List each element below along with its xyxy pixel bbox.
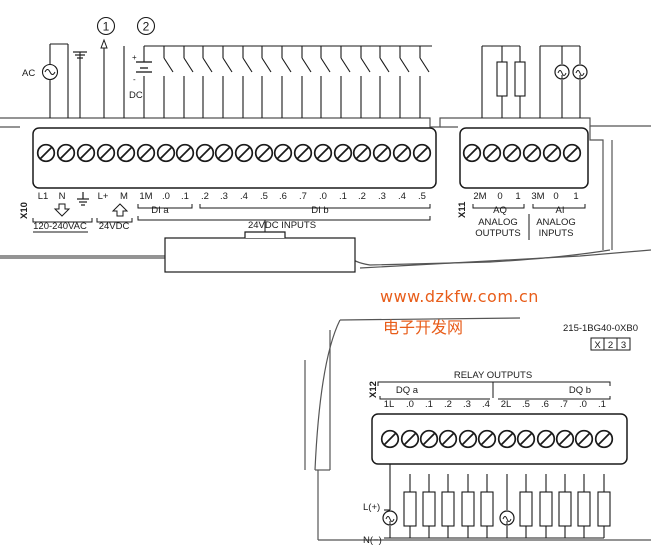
- x10-brackets: [32, 204, 431, 233]
- x11-term-aq1: 1: [515, 191, 520, 202]
- x10-term-b4: .4: [398, 191, 406, 202]
- x10-term-a7: .7: [299, 191, 307, 202]
- relay-load-resistors: [403, 491, 611, 527]
- analog-sensor-icons: [554, 64, 588, 80]
- watermark-url: www.dzkfw.com.cn: [380, 287, 539, 306]
- relay-supply-labels: L(+) N(−): [363, 502, 382, 546]
- connector-recess: [164, 231, 356, 273]
- watermark-name: 电子开发网: [383, 318, 464, 337]
- x10-term-a6: .6: [279, 191, 287, 202]
- power-labels: AC + - DC: [22, 53, 143, 101]
- x12-term-a3: .3: [463, 399, 471, 410]
- x12-labels: DQ a DQ b 1L .0 .1 .2 .3 .4 2L .5 .6 .7 …: [384, 385, 606, 410]
- x10-term-n: N: [59, 191, 66, 202]
- x11-tag: X11: [457, 201, 468, 218]
- x10-term-a3: .3: [220, 191, 228, 202]
- ai-label: AI: [556, 205, 565, 216]
- x11-term-2m: 2M: [473, 191, 486, 202]
- svg-text:1: 1: [103, 20, 110, 34]
- x10-terminal-block: [32, 127, 437, 189]
- x10-wiring: [49, 42, 432, 118]
- rev-box-2: 2: [608, 340, 613, 351]
- analog-inputs-line1: ANALOG: [536, 217, 576, 228]
- dia-label: DI a: [151, 205, 169, 216]
- x10-term-m: M: [120, 191, 128, 202]
- analog-inputs-line2: INPUTS: [539, 228, 574, 239]
- x10-term-b1: .1: [339, 191, 347, 202]
- x10-term-b0: .0: [319, 191, 327, 202]
- x12-term-a1: .1: [425, 399, 433, 410]
- x10-term-b2: .2: [358, 191, 366, 202]
- x10-term-a5: .5: [260, 191, 268, 202]
- x10-term-1m: 1M: [139, 191, 152, 202]
- x11-terminal-block: [459, 127, 589, 189]
- sensor-supply-arrow-icon: [100, 38, 108, 49]
- analog-outputs-line2: OUTPUTS: [475, 228, 520, 239]
- x12-term-a5: .5: [522, 399, 530, 410]
- x11-term-3m: 3M: [531, 191, 544, 202]
- analog-outputs-line1: ANALOG: [478, 217, 518, 228]
- x10-term-b3: .3: [378, 191, 386, 202]
- ac-arrow-icon: [53, 203, 71, 217]
- dc-label: DC: [129, 90, 143, 101]
- x12-term-a7: .7: [560, 399, 568, 410]
- dc-plus-label: +: [132, 53, 137, 62]
- callout-2: 2: [136, 16, 156, 36]
- x12-brackets: [377, 381, 611, 398]
- dc-minus-label: -: [133, 75, 136, 84]
- x12-term-2l: 2L: [501, 399, 512, 410]
- x12-wiring: [384, 464, 605, 539]
- rev-box-x: X: [594, 340, 601, 351]
- x11-term-aq0: 0: [497, 191, 502, 202]
- x12-term-a2: .2: [444, 399, 452, 410]
- ground-symbol-terminal: [77, 192, 89, 206]
- inputs-label: 24VDC INPUTS: [248, 220, 316, 231]
- x10-term-l1: L1: [38, 191, 49, 202]
- x12-term-a6: .6: [541, 399, 549, 410]
- x11-labels: 2M 0 1 3M 0 1 AQ AI ANALOG OUTPUTS ANALO…: [473, 191, 578, 239]
- svg-text:2: 2: [143, 20, 150, 34]
- input-switches: [163, 46, 430, 118]
- ac-label: AC: [22, 68, 35, 79]
- x12-group-ticks: [379, 396, 611, 400]
- part-number: 215-1BG40-0XB0: [563, 323, 638, 334]
- x12-tag: X12: [368, 381, 379, 398]
- x10-term-a2: .2: [201, 191, 209, 202]
- rev-box-3: 3: [621, 340, 626, 351]
- x12-term-a4: .4: [482, 399, 490, 410]
- dc-arrow-icon: [111, 203, 129, 217]
- x10-term-a0: .0: [162, 191, 170, 202]
- x10-term-lplus: L+: [98, 191, 109, 202]
- l-plus-label: L(+): [363, 502, 380, 513]
- dqa-label: DQ a: [396, 385, 419, 396]
- dib-label: DI b: [311, 205, 328, 216]
- aq-label: AQ: [493, 205, 507, 216]
- x11-wiring: [481, 45, 581, 118]
- x10-term-a4: .4: [240, 191, 248, 202]
- ground-icon: [73, 51, 87, 59]
- x10-term-b5: .5: [418, 191, 426, 202]
- n-minus-label: N(−): [363, 535, 382, 546]
- x11-term-ai0: 0: [553, 191, 558, 202]
- x12-term-b1: .1: [598, 399, 606, 410]
- x12-term-1l: 1L: [384, 399, 395, 410]
- x12-term-b0: .0: [579, 399, 587, 410]
- x12-term-a0: .0: [406, 399, 414, 410]
- x10-labels: L1 N L+ M 1M .0 .1 .2 .3 .4 .5 .6 .7 .0 …: [33, 191, 426, 232]
- x10-tag: X10: [19, 202, 30, 219]
- revision-boxes: [590, 337, 631, 351]
- x11-brackets: [472, 204, 586, 240]
- dqb-label: DQ b: [569, 385, 591, 396]
- dc-voltage-label: 24VDC: [99, 221, 130, 232]
- ac-voltage-label: 120-240VAC: [33, 221, 87, 232]
- relay-outputs-label: RELAY OUTPUTS: [454, 370, 532, 381]
- x10-term-a1: .1: [181, 191, 189, 202]
- x11-term-ai1: 1: [573, 191, 578, 202]
- callout-1: 1: [96, 16, 116, 36]
